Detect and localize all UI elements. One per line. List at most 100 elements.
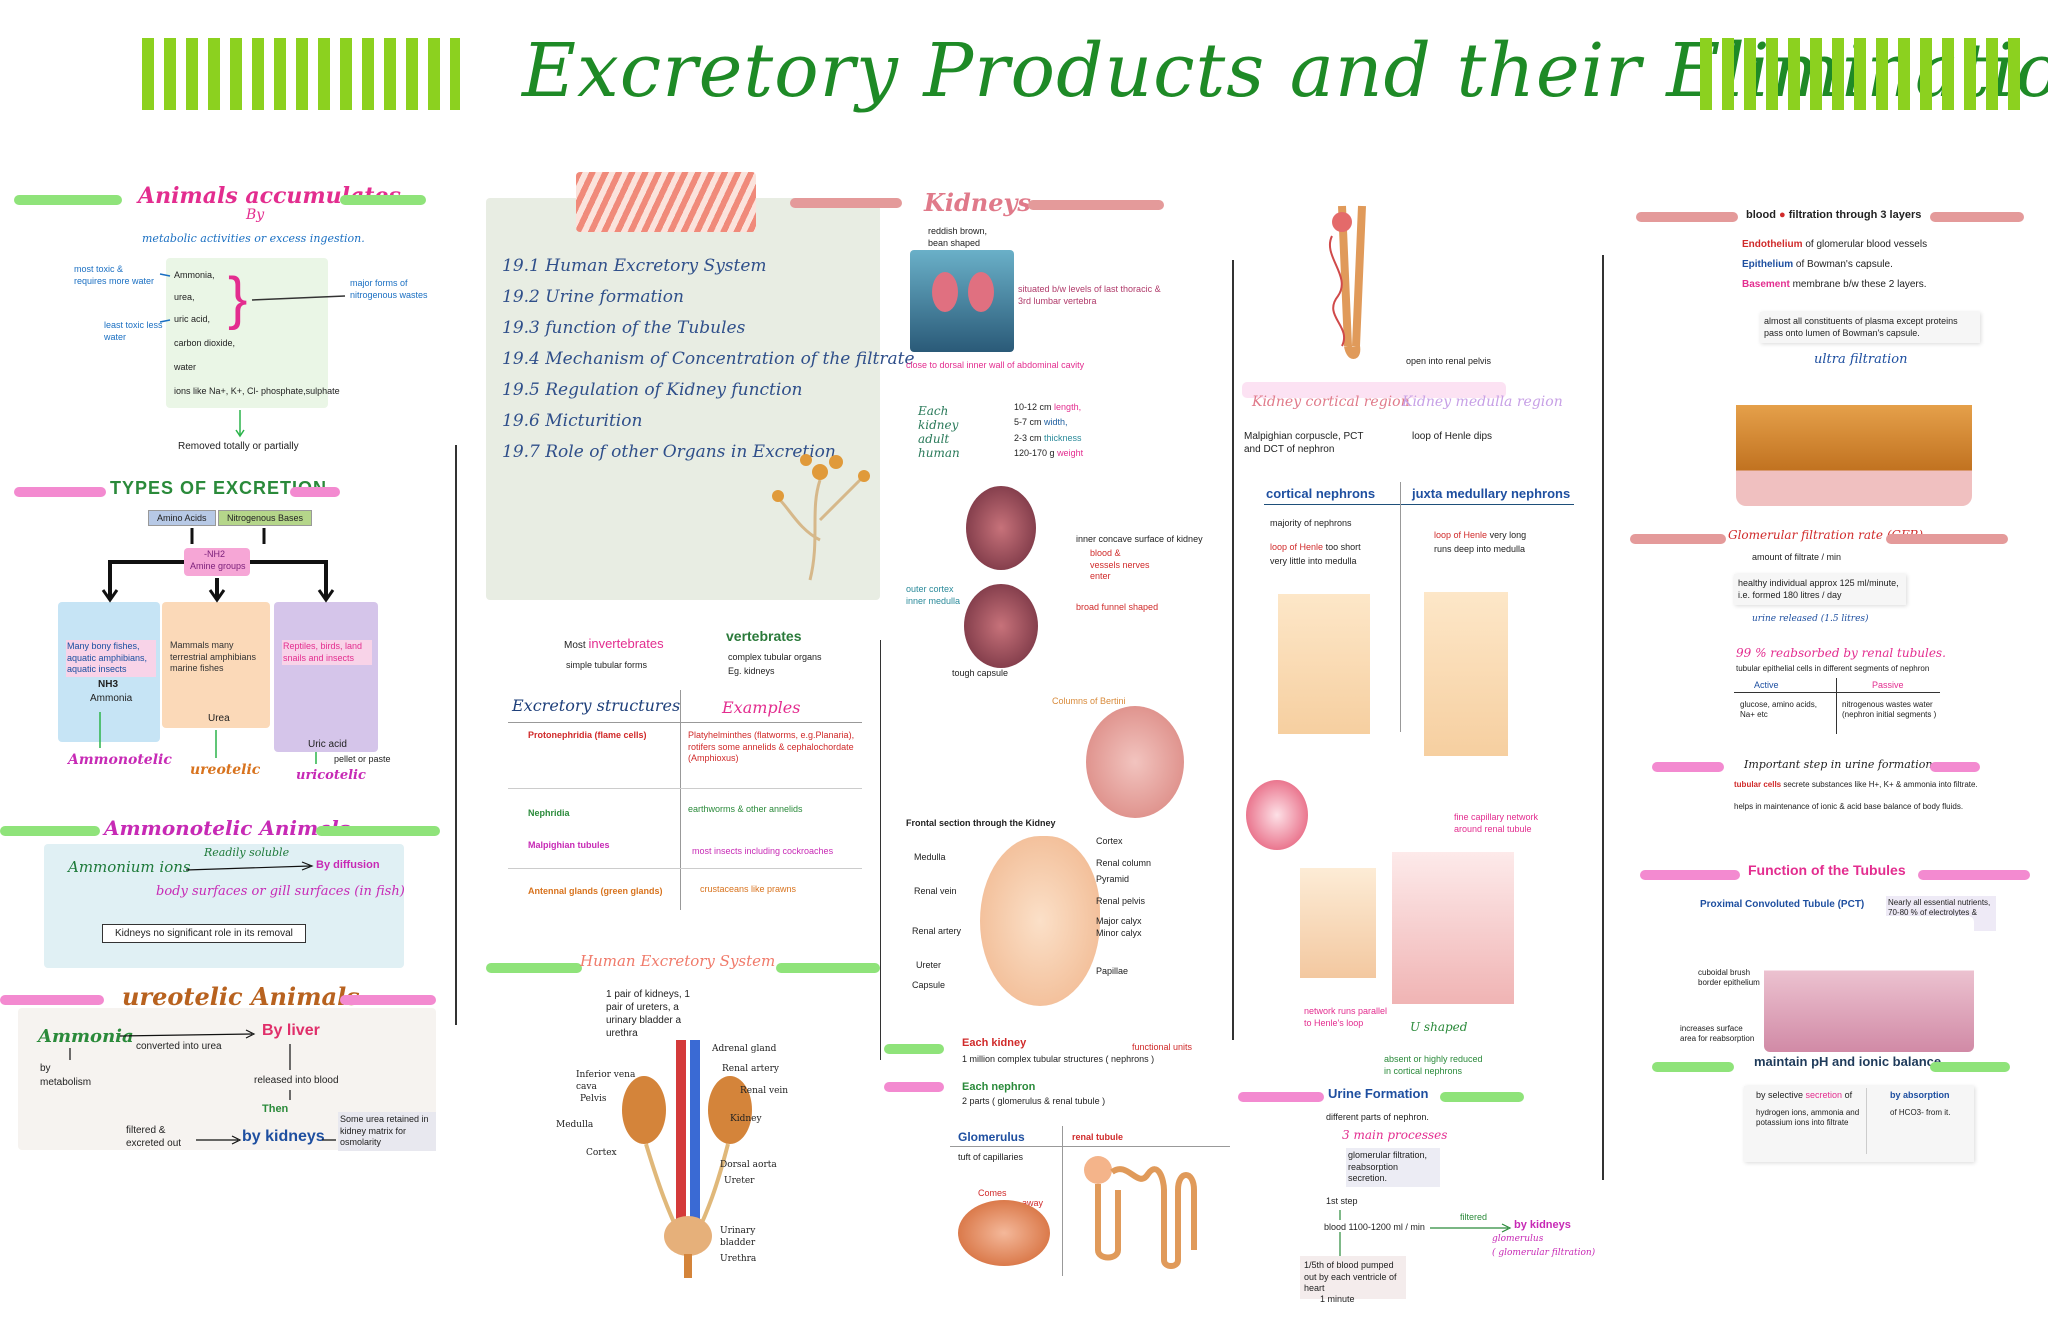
ureo-metab: metabolism xyxy=(40,1077,92,1088)
frontal-label: Ureter xyxy=(916,960,942,970)
panel-caption: Mammals many terrestrial amphibians mari… xyxy=(170,640,257,674)
chip-nitro: Nitrogenous Bases xyxy=(218,510,313,526)
right-epi: Epithelium of Bowman's capsule. xyxy=(1742,258,1893,271)
glom-tuft: tuft of capillaries xyxy=(958,1152,1024,1162)
list-item: urea, xyxy=(174,292,195,302)
amine-label: -NH2 xyxy=(204,549,226,559)
table-line xyxy=(950,1146,1230,1147)
highlight xyxy=(486,963,582,973)
right-active: Active xyxy=(1754,680,1779,690)
contents-item[interactable]: 19.4 Mechanism of Concentration of the f… xyxy=(502,349,915,369)
list-item: ions like Na+, K+, Cl- phosphate,sulphat… xyxy=(174,386,340,396)
excretory-system-diagram xyxy=(622,1040,752,1278)
by-label: By xyxy=(246,207,265,223)
neph-open: open into renal pelvis xyxy=(1406,356,1492,366)
right-almost: almost all constituents of plasma except… xyxy=(1760,312,1980,344)
right-inc: increases surface area for reabsorption xyxy=(1680,1024,1755,1044)
inv-simple: simple tubular forms xyxy=(566,660,648,670)
diagram-label: Inferior vena cava xyxy=(576,1070,636,1092)
highlight xyxy=(1886,534,2008,544)
header-stripe-right xyxy=(1700,38,2020,110)
right-hco: of HCO3- from it. xyxy=(1890,1108,1951,1117)
table-line xyxy=(1734,692,1940,693)
kidney-note: Kidneys no significant role in its remov… xyxy=(102,924,306,943)
highlight xyxy=(790,198,902,208)
neph-little: very little into medulla xyxy=(1270,556,1357,566)
ureo-some: Some urea retained in kidney matrix for … xyxy=(338,1112,436,1152)
kid-blood: blood & vessels nerves enter xyxy=(1090,548,1150,582)
kid-tough: tough capsule xyxy=(952,668,1009,678)
right-imp: Important step in urine formation xyxy=(1744,758,1933,771)
pct-image xyxy=(1764,916,1974,1052)
highlight xyxy=(1238,1092,1324,1102)
arrows xyxy=(159,273,346,438)
right-pct: Proximal Convoluted Tubule (PCT) xyxy=(1700,899,1865,910)
ureo-filt: filtered & excreted out xyxy=(126,1125,182,1149)
frontal-label: Cortex xyxy=(1096,836,1123,846)
inv-inv: invertebrates xyxy=(588,636,664,651)
contents-item[interactable]: 19.7 Role of other Organs in Excretion xyxy=(502,442,836,462)
frontal-label: Renal column xyxy=(1096,858,1152,868)
contents-item[interactable]: 19.2 Urine formation xyxy=(502,287,684,307)
neph-maj: majority of nephrons xyxy=(1270,518,1352,528)
section-title-types: TYPES OF EXCRETION xyxy=(110,478,328,498)
frontal-label: Minor calyx xyxy=(1096,928,1142,938)
contents-item[interactable]: 19.1 Human Excretory System xyxy=(502,256,767,276)
sel-word: by selective xyxy=(1756,1090,1804,1100)
inv-vert: vertebrates xyxy=(726,628,802,644)
dim-label: width, xyxy=(1044,417,1068,428)
inv-complex: complex tubular organs xyxy=(728,652,822,662)
section-title-ammono: Ammonotelic Animals xyxy=(104,816,350,840)
highlight xyxy=(14,487,106,497)
right-abs: by absorption xyxy=(1890,1090,1950,1100)
capillary-image xyxy=(1246,780,1308,850)
sec-word: secretion xyxy=(1805,1090,1843,1100)
contents-item[interactable]: 19.6 Micturition xyxy=(502,411,643,431)
kidney-section-image xyxy=(964,584,1038,668)
highlight xyxy=(884,1044,944,1054)
blood-word: blood xyxy=(1746,209,1776,221)
frontal-label: Pyramid xyxy=(1096,874,1130,884)
surfaces: body surfaces or gill surfaces (in fish) xyxy=(156,884,405,899)
urine-filtered: filtered xyxy=(1460,1212,1488,1222)
neph-cn: cortical nephrons xyxy=(1266,486,1376,501)
dim-value: 120-170 g xyxy=(1014,447,1055,458)
column-divider xyxy=(1232,260,1234,1040)
table-vline xyxy=(680,690,681,910)
contents-item[interactable]: 19.5 Regulation of Kidney function xyxy=(502,380,803,400)
list-box xyxy=(166,258,328,408)
million: 1 million complex tubular structures ( n… xyxy=(962,1054,1155,1064)
frontal-label: Capsule xyxy=(912,980,946,990)
note: least toxic less water xyxy=(104,320,163,342)
contents-item[interactable]: 19.3 function of the Tubules xyxy=(502,318,746,338)
func: functional units xyxy=(1132,1042,1193,1052)
note: major forms of nitrogenous wastes xyxy=(350,278,428,300)
right-tub: tubular epithelial cells in different se… xyxy=(1736,664,1930,673)
diagram-label: Adrenal gland xyxy=(712,1044,777,1054)
diagram-label: Urethra xyxy=(720,1254,757,1264)
highlight xyxy=(1242,382,1506,398)
table-cell: most insects including cockroaches xyxy=(692,846,834,856)
header-stripe-left xyxy=(142,38,460,110)
highlight xyxy=(340,195,426,205)
table-cell: crustaceans like prawns xyxy=(700,884,797,894)
highlight xyxy=(1630,534,1726,544)
table-cell: Nephridia xyxy=(528,808,570,818)
panel-caption: Many bony fishes, aquatic amphibians, aq… xyxy=(66,640,156,678)
formula-name: Ammonia xyxy=(90,693,133,704)
list-item: carbon dioxide, xyxy=(174,338,236,348)
right-sel-box xyxy=(1744,1086,1974,1162)
kidney-frontal-mini xyxy=(1086,706,1184,818)
urine-arrows xyxy=(1339,1210,1512,1256)
right-base: Basement membrane b/w these 2 layers. xyxy=(1742,278,1927,291)
urine-bykid: by kidneys xyxy=(1514,1219,1571,1231)
highlight xyxy=(1028,200,1164,210)
inv-most-label: Most xyxy=(564,640,586,651)
ureo-liver: By liver xyxy=(262,1022,320,1039)
glom-comes: Comes xyxy=(978,1188,1007,1198)
jux-nephron-image xyxy=(1424,592,1508,756)
right-act2: glucose, amino acids, Na+ etc xyxy=(1740,700,1817,720)
base-rest: membrane b/w these 2 layers. xyxy=(1792,279,1927,290)
right-healthy: healthy individual approx 125 ml/minute,… xyxy=(1734,574,1906,606)
table-cell: Antennal glands (green glands) xyxy=(528,886,663,896)
